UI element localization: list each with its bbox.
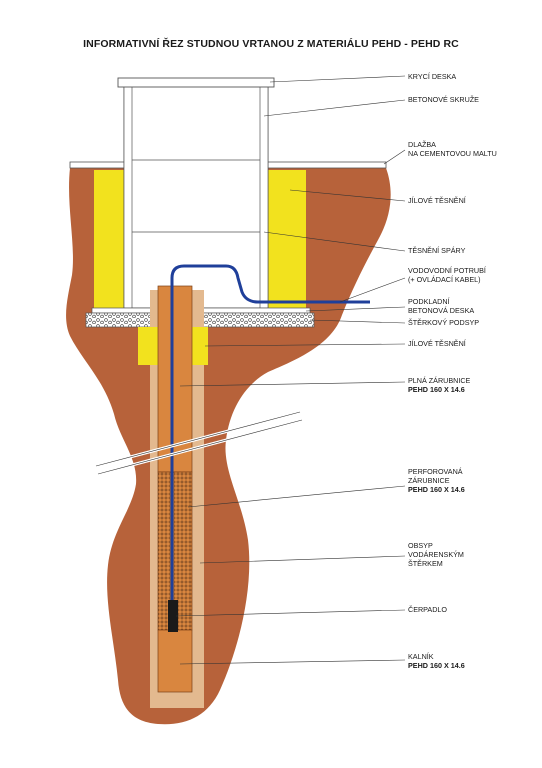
label-gravel-pack-line-3: ŠTĚRKEM [408, 559, 443, 568]
label-perforated-casing-line-1: PERFOROVANÁ [408, 467, 463, 476]
ring-wall-right [259, 85, 269, 309]
label-concrete-rings-text: BETONOVÉ SKRUŽE [408, 95, 479, 104]
label-solid-casing: PLNÁ ZÁRUBNICE PEHD 160 X 14.6 [408, 376, 470, 394]
label-clay-seal-lower: JÍLOVÉ TĚSNĚNÍ [408, 339, 466, 348]
label-paving: DLAŽBA NA CEMENTOVOU MALTU [408, 140, 497, 158]
label-base-slab-line-1: PODKLADNÍ [408, 297, 450, 306]
label-solid-casing-line-1: PLNÁ ZÁRUBNICE [408, 376, 471, 385]
label-perforated-casing-line-3: PEHD 160 X 14.6 [408, 485, 465, 494]
label-water-pipe-line-2: (+ OVLÁDACÍ KABEL) [408, 275, 481, 284]
label-gravel-pack-line-2: VODÁRENSKÝM [408, 550, 464, 559]
clay-seal-upper-right [268, 170, 306, 308]
label-clay-seal-lower-text: JÍLOVÉ TĚSNĚNÍ [408, 339, 466, 348]
label-gravel-bed-text: ŠTĚRKOVÝ PODSYP [408, 318, 480, 327]
label-sump: KALNÍK PEHD 160 X 14.6 [408, 652, 465, 670]
label-paving-line-1: DLAŽBA [408, 140, 436, 149]
leader-lines [175, 75, 406, 665]
label-paving-line-2: NA CEMENTOVOU MALTU [408, 149, 497, 158]
leader-concrete-rings [263, 99, 406, 117]
cover-slab [117, 77, 275, 88]
label-cover-slab: KRYCÍ DESKA [408, 72, 456, 81]
leader-pump [175, 609, 406, 617]
label-pump-text: ČERPADLO [408, 605, 448, 614]
label-water-pipe: VODOVODNÍ POTRUBÍ (+ OVLÁDACÍ KABEL) [408, 266, 486, 284]
label-water-pipe-line-1: VODOVODNÍ POTRUBÍ [408, 266, 486, 275]
pump [168, 600, 178, 632]
leader-solid-casing [179, 381, 406, 387]
break-line-1-edge [95, 411, 301, 467]
label-cover-slab-text: KRYCÍ DESKA [408, 72, 457, 81]
paving-right [265, 161, 387, 169]
label-joint-seal-text: TĚSNĚNÍ SPÁRY [408, 246, 466, 255]
water-pipe [170, 264, 370, 600]
diagram-title: INFORMATIVNÍ ŘEZ STUDNOU VRTANOU Z MATER… [83, 38, 459, 50]
paving-left [69, 161, 127, 169]
label-sump-line-2: PEHD 160 X 14.6 [408, 661, 465, 670]
label-joint-seal: TĚSNĚNÍ SPÁRY [408, 246, 465, 255]
label-sump-line-1: KALNÍK [408, 652, 434, 661]
leader-gravel-pack [199, 555, 406, 564]
leader-paving [383, 149, 406, 165]
label-clay-seal-upper: JÍLOVÉ TĚSNĚNÍ [408, 196, 466, 205]
ring-wall-left [123, 85, 133, 309]
label-gravel-pack: OBSYP VODÁRENSKÝM ŠTĚRKEM [408, 541, 464, 568]
label-base-slab-line-2: BETONOVÁ DESKA [408, 306, 475, 315]
leader-sump [179, 659, 406, 665]
label-clay-seal-upper-text: JÍLOVÉ TĚSNĚNÍ [408, 196, 466, 205]
label-perforated-casing-line-2: ZÁRUBNICE [408, 476, 450, 485]
leader-clay-seal-lower [204, 343, 406, 347]
sump-casing [157, 629, 193, 693]
leader-base-slab [305, 306, 406, 312]
label-gravel-pack-line-1: OBSYP [408, 541, 433, 550]
label-concrete-rings: BETONOVÉ SKRUŽE [408, 95, 479, 104]
leader-joint-seal [263, 231, 406, 252]
leader-cover-slab [269, 75, 406, 83]
leader-water-pipe [339, 277, 406, 303]
label-perforated-casing: PERFOROVANÁ ZÁRUBNICE PEHD 160 X 14.6 [408, 467, 465, 494]
label-gravel-bed: ŠTĚRKOVÝ PODSYP [408, 318, 479, 327]
label-solid-casing-line-2: PEHD 160 X 14.6 [408, 385, 465, 394]
concrete-rings [123, 85, 269, 309]
label-base-slab: PODKLADNÍ BETONOVÁ DESKA [408, 297, 474, 315]
break-line-2-edge [97, 419, 303, 475]
leader-gravel-bed [309, 319, 406, 324]
leader-perforated-casing [187, 485, 406, 508]
clay-seal-upper-left [94, 170, 124, 308]
label-pump: ČERPADLO [408, 605, 447, 614]
leader-clay-seal-upper [289, 189, 406, 202]
